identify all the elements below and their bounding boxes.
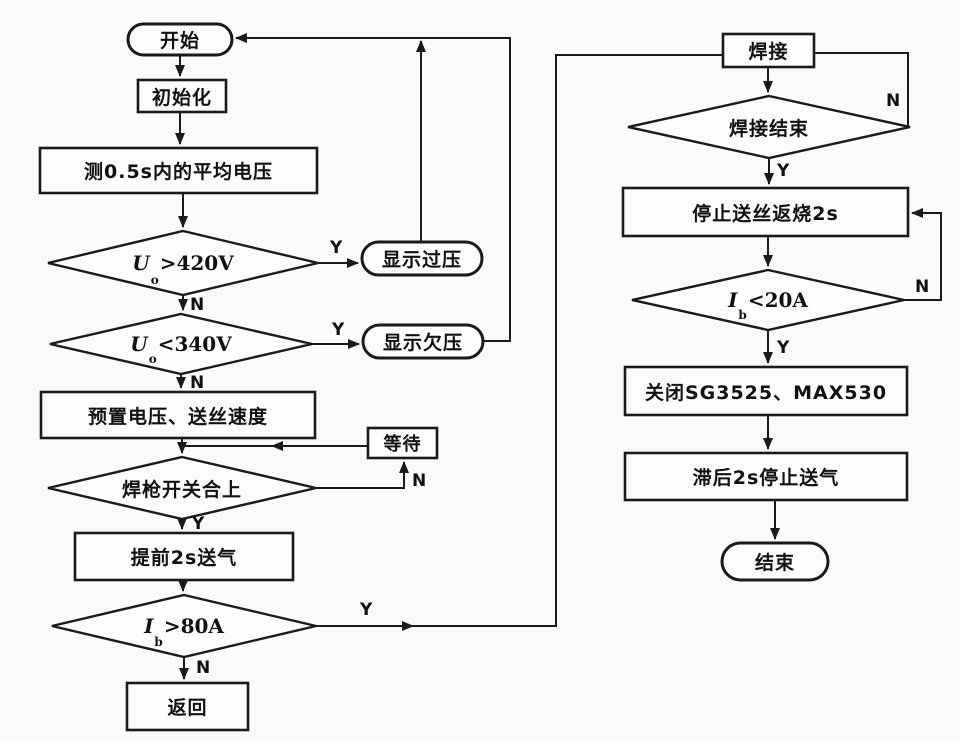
gaspre-process-shape (73, 531, 295, 582)
overvolt-condition: >420V (159, 251, 234, 275)
burnback-process-label: 停止送丝返烧2s (692, 202, 839, 225)
end-terminal-shape (720, 541, 830, 582)
connector-currentcheck-burnback-no-loop (904, 208, 942, 301)
arccheck-condition: >80A (163, 614, 224, 638)
weld-process-shape (721, 32, 816, 69)
showunder-terminal-label: 显示欠压 (382, 332, 463, 354)
burnback-process-shape (621, 186, 910, 238)
branch-label-currentcheck-no: N (915, 277, 930, 297)
connector-weldend-weld-no-loop (814, 52, 909, 128)
undervolt-condition: <340V (157, 332, 232, 356)
torchswitch-decision-label: 焊枪开关合上 (121, 478, 242, 501)
shutdown-process-shape (623, 365, 909, 417)
undervolt-variable: U (130, 332, 148, 356)
branch-label-undervolt-no: N (190, 373, 205, 393)
arccheck-decision-shape (51, 593, 317, 659)
gaspre-process-label: 提前2s送气 (130, 547, 238, 569)
branch-label-overvolt-no: N (190, 295, 205, 315)
start-terminal-label: 开始 (159, 30, 200, 52)
wait-process-label: 等待 (383, 434, 422, 455)
undervolt-subscript: o (148, 352, 157, 366)
branch-label-torchswitch-yes: Y (192, 514, 205, 534)
arccheck-subscript: b (154, 635, 163, 649)
connector-showunder-loop-start (235, 33, 511, 342)
overvolt-subscript: o (150, 273, 159, 287)
branch-label-arccheck-yes: Y (360, 600, 373, 620)
branch-label-currentcheck-yes: Y (777, 338, 790, 358)
measure-process-shape (38, 146, 319, 195)
showover-terminal-shape (360, 240, 484, 277)
weldend-decision-label: 焊接结束 (728, 117, 809, 140)
weldend-decision-shape (627, 94, 911, 160)
currentcheck-decision-shape (631, 268, 905, 332)
preset-process-shape (39, 390, 317, 440)
currentcheck-variable: I (728, 288, 738, 312)
init-process-shape (136, 78, 228, 114)
return-process-shape (125, 681, 250, 732)
gaspost-process-label: 滞后2s停止送气 (692, 467, 840, 489)
branch-label-arccheck-no: N (196, 658, 211, 678)
branch-label-weldend-yes: Y (777, 161, 790, 181)
gaspost-process-shape (623, 451, 909, 502)
showover-terminal-label: 显示过压 (381, 249, 462, 271)
start-terminal-shape (126, 22, 234, 57)
arccheck-variable: I (144, 614, 154, 638)
currentcheck-subscript: b (738, 308, 747, 322)
overvolt-variable: U (132, 251, 150, 275)
shutdown-process-label: 关闭SG3525、MAX530 (644, 381, 888, 404)
measure-process-label: 测0.5s内的平均电压 (84, 161, 273, 183)
connector-torchswitch-wait-no (316, 461, 409, 489)
undervolt-decision-shape (49, 312, 313, 376)
branch-label-torchswitch-no: N (412, 471, 427, 491)
showunder-terminal-shape (361, 323, 485, 360)
torchswitch-decision-shape (47, 455, 317, 521)
branch-label-undervolt-yes: Y (332, 320, 345, 340)
init-process-label: 初始化 (151, 86, 212, 109)
branch-label-weldend-no: N (886, 91, 901, 111)
connector-arccheck-weld-yes-tail (413, 54, 723, 627)
end-terminal-label: 结束 (754, 552, 795, 574)
wait-process-shape (366, 426, 439, 460)
overvolt-decision-shape (47, 229, 319, 297)
currentcheck-condition: <20A (747, 288, 808, 312)
return-process-label: 返回 (167, 697, 208, 719)
weld-process-label: 焊接 (748, 41, 789, 63)
branch-label-overvolt-yes: Y (330, 238, 343, 258)
preset-process-label: 预置电压、送丝速度 (87, 405, 268, 428)
